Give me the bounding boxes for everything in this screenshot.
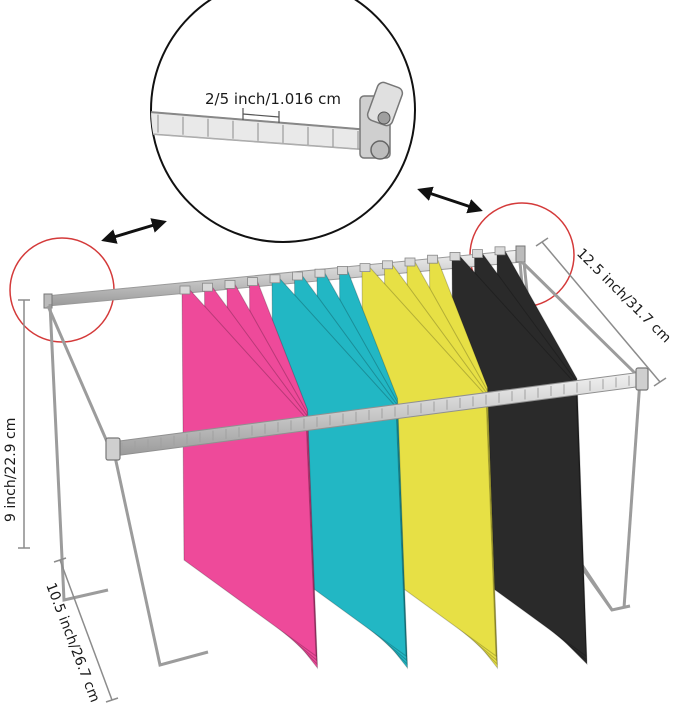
folder-hook-icon (472, 249, 483, 259)
folder-hook-icon (337, 265, 348, 275)
bracket-clip-icon (359, 81, 404, 160)
left-pointer-arrow (101, 218, 167, 244)
hanging-folders (179, 246, 588, 670)
width-dimension: 10.5 inch/26.7 cm (42, 557, 119, 705)
folder-hook-icon (224, 279, 236, 289)
folder-hook-icon (449, 251, 461, 261)
folder-hook-icon (404, 257, 416, 267)
folder-hook-icon (202, 282, 213, 292)
folder-hook-icon (179, 285, 191, 295)
zoom-detail: 2/5 inch/1.016 cm (150, 0, 416, 243)
folder-hook-icon (494, 246, 506, 256)
folder-hook-icon (314, 268, 326, 278)
folder-hook-icon (269, 274, 281, 284)
folder-hook-icon (382, 260, 393, 270)
folder-hook-icon (427, 254, 438, 264)
folder-hook-icon (359, 263, 371, 273)
detail-spacing-label: 2/5 inch/1.016 cm (205, 90, 341, 108)
right-pointer-arrow (417, 186, 483, 214)
front-rail (105, 367, 649, 461)
left-highlight-circle (9, 237, 115, 343)
height-label: 9 inch/22.9 cm (3, 418, 19, 522)
folder-hook-icon (247, 277, 258, 287)
height-dimension: 9 inch/22.9 cm (3, 299, 30, 549)
folder-hook-icon (292, 271, 303, 281)
